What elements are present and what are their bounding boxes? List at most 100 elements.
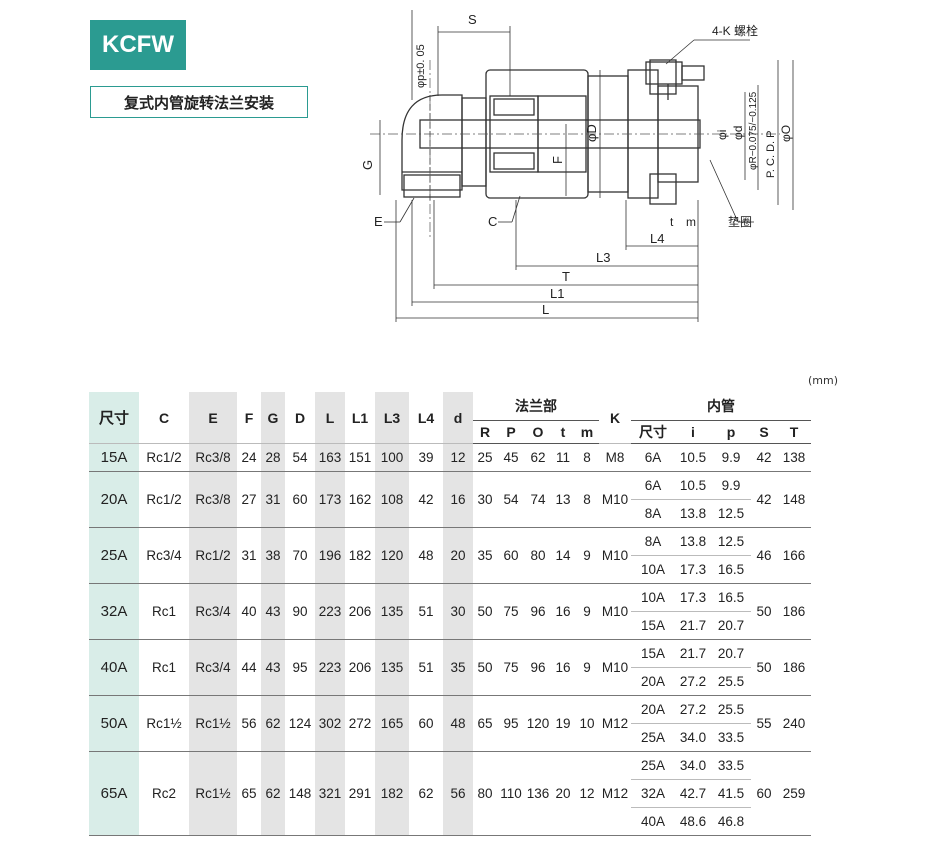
cell-k: M10 — [599, 527, 631, 584]
cell-l: 173 — [315, 471, 345, 528]
cell-d: 60 — [285, 471, 315, 528]
cell-d: 70 — [285, 527, 315, 584]
cell-inner-size: 15A — [631, 611, 675, 640]
bolt-label: 4-K 螺栓 — [712, 23, 758, 38]
cell-m: 9 — [575, 583, 599, 640]
cell-p: 60 — [497, 527, 525, 584]
cell-m: 8 — [575, 471, 599, 528]
col-header-c: C — [139, 392, 189, 444]
cell-r: 50 — [473, 639, 497, 696]
cell-l4: 48 — [409, 527, 443, 584]
cell-t: 16 — [551, 639, 575, 696]
product-subtitle: 复式内管旋转法兰安装 — [90, 86, 308, 118]
cell-inner-size: 40A — [631, 807, 675, 836]
dim-label-phi-p: φp±0. 05 — [415, 44, 427, 88]
cell-s: 50 — [751, 639, 777, 696]
cell-p: 75 — [497, 583, 525, 640]
product-code-badge: KCFW — [90, 20, 186, 70]
cell-g: 31 — [261, 471, 285, 528]
cell-inner-p: 9.9 — [711, 443, 751, 472]
cell-l4: 42 — [409, 471, 443, 528]
cell-m: 10 — [575, 695, 599, 752]
cell-l1: 206 — [345, 639, 375, 696]
cell-inner-p: 33.5 — [711, 751, 751, 780]
cell-l: 223 — [315, 639, 345, 696]
cell-l4: 60 — [409, 695, 443, 752]
drawing-body — [401, 59, 705, 205]
col-header-e: E — [189, 392, 237, 444]
col-header-t-small: t — [551, 420, 575, 444]
cell-l3: 135 — [375, 583, 409, 640]
col-header-inner-size: 尺寸 — [631, 420, 675, 444]
col-header-r: R — [473, 420, 497, 444]
cell-s: 42 — [751, 471, 777, 528]
cell-k: M12 — [599, 751, 631, 836]
cell-d-small: 12 — [443, 443, 473, 472]
cell-c: Rc2 — [139, 751, 189, 836]
cell-l: 321 — [315, 751, 345, 836]
col-header-f: F — [237, 392, 261, 444]
technical-drawing: S φp±0. 05 4-K 螺栓 G F φD φi φd φR−0.075/… — [360, 10, 794, 322]
cell-l4: 39 — [409, 443, 443, 472]
cell-p: 54 — [497, 471, 525, 528]
dimension-lines — [379, 10, 794, 322]
cell-o: 120 — [525, 695, 551, 752]
spec-table: 尺寸 C E F G D L L1 L3 L4 d 法兰部 K 内管 R P O… — [89, 392, 811, 836]
cell-inner-p: 9.9 — [711, 471, 751, 500]
cell-inner-i: 48.6 — [675, 807, 711, 836]
cell-t: 14 — [551, 527, 575, 584]
cell-p: 75 — [497, 639, 525, 696]
dim-label-f: F — [550, 156, 565, 164]
cell-inner-i: 21.7 — [675, 611, 711, 640]
cell-s: 55 — [751, 695, 777, 752]
cell-r: 30 — [473, 471, 497, 528]
cell-d: 148 — [285, 751, 315, 836]
col-header-d: D — [285, 392, 315, 444]
cell-inner-p: 16.5 — [711, 555, 751, 584]
cell-l1: 182 — [345, 527, 375, 584]
row-size-cell: 32A — [89, 583, 139, 640]
cell-inner-size: 6A — [631, 471, 675, 500]
cell-r: 80 — [473, 751, 497, 836]
cell-k: M12 — [599, 695, 631, 752]
cell-f: 65 — [237, 751, 261, 836]
cell-k: M10 — [599, 583, 631, 640]
cell-m: 9 — [575, 527, 599, 584]
cell-inner-i: 17.3 — [675, 583, 711, 612]
cell-r: 35 — [473, 527, 497, 584]
cell-inner-p: 33.5 — [711, 723, 751, 752]
cell-t-total: 166 — [777, 527, 811, 584]
cell-k: M10 — [599, 639, 631, 696]
cell-d: 124 — [285, 695, 315, 752]
cell-d-small: 20 — [443, 527, 473, 584]
row-size-cell: 40A — [89, 639, 139, 696]
cell-inner-size: 8A — [631, 499, 675, 528]
cell-f: 31 — [237, 527, 261, 584]
cell-l3: 100 — [375, 443, 409, 472]
cell-d-small: 48 — [443, 695, 473, 752]
cell-inner-p: 20.7 — [711, 611, 751, 640]
cell-d-small: 56 — [443, 751, 473, 836]
cell-f: 56 — [237, 695, 261, 752]
cell-l4: 51 — [409, 583, 443, 640]
cell-d: 54 — [285, 443, 315, 472]
cell-s: 60 — [751, 751, 777, 836]
cell-inner-i: 34.0 — [675, 751, 711, 780]
cell-l1: 206 — [345, 583, 375, 640]
cell-c: Rc1½ — [139, 695, 189, 752]
dim-label-s: S — [468, 12, 477, 27]
cell-l: 196 — [315, 527, 345, 584]
dim-label-m: m — [686, 215, 696, 229]
cell-inner-size: 20A — [631, 667, 675, 696]
cell-o: 74 — [525, 471, 551, 528]
cell-g: 43 — [261, 639, 285, 696]
cell-e: Rc1½ — [189, 751, 237, 836]
dim-label-l: L — [542, 302, 549, 317]
cell-l1: 272 — [345, 695, 375, 752]
